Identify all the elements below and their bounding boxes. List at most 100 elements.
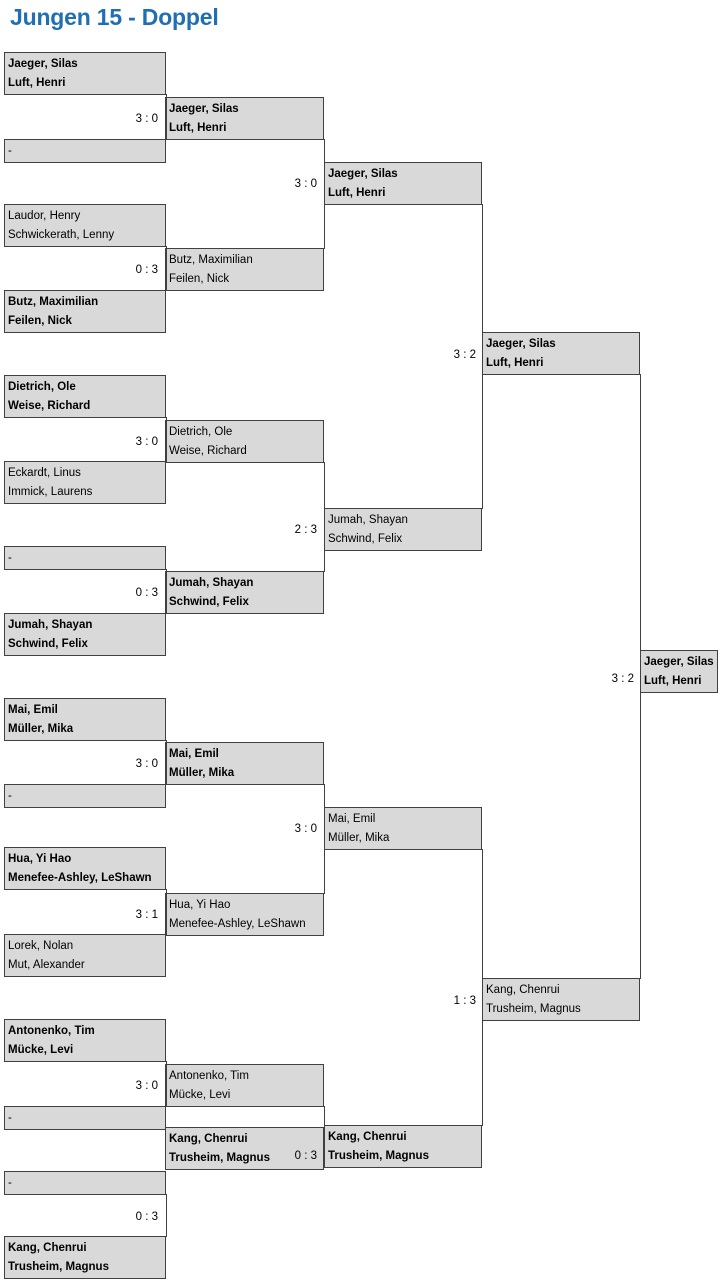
- match-score: 3 : 0: [135, 113, 158, 125]
- player-name-1: -: [8, 145, 12, 157]
- player-name-2: Weise, Richard: [8, 400, 91, 412]
- match-score: 3 : 0: [294, 178, 317, 190]
- bracket-connector: [166, 1061, 167, 1107]
- player-name-2: Menefee-Ashley, LeShawn: [8, 872, 152, 884]
- bracket-connector: [166, 94, 167, 140]
- player-name-1: Mai, Emil: [169, 748, 219, 760]
- player-name-1: Antonenko, Tim: [169, 1070, 249, 1082]
- player-name-2: Luft, Henri: [8, 77, 66, 89]
- player-name-1: Eckardt, Linus: [8, 467, 81, 479]
- player-name-2: Schwind, Felix: [8, 638, 88, 650]
- player-name-1: Jumah, Shayan: [8, 619, 93, 631]
- bracket-slot[interactable]: -: [4, 1106, 166, 1130]
- bracket-connector: [166, 417, 167, 462]
- player-name-2: Immick, Laurens: [8, 486, 93, 498]
- player-name-1: Dietrich, Ole: [8, 381, 76, 393]
- bracket-slot[interactable]: -: [4, 784, 166, 808]
- match-score: 3 : 2: [611, 673, 634, 685]
- player-name-1: -: [8, 1112, 12, 1124]
- player-name-1: Mai, Emil: [8, 704, 58, 716]
- match-score: 3 : 0: [135, 758, 158, 770]
- bracket-connector: [482, 204, 483, 509]
- match-score: 3 : 1: [135, 909, 158, 921]
- bracket-connector: [482, 849, 483, 1126]
- player-name-1: Jaeger, Silas: [328, 168, 398, 180]
- player-name-2: Luft, Henri: [169, 122, 227, 134]
- match-score: 3 : 0: [294, 823, 317, 835]
- match-score: 1 : 3: [453, 995, 476, 1007]
- match-score: 0 : 3: [294, 1150, 317, 1162]
- player-name-1: Butz, Maximilian: [8, 296, 99, 308]
- player-name-2: Trusheim, Magnus: [486, 1003, 581, 1015]
- bracket-connector: [324, 1106, 325, 1128]
- player-name-1: Kang, Chenrui: [169, 1133, 248, 1145]
- bracket-slot[interactable]: -: [4, 1171, 166, 1195]
- player-name-2: Trusheim, Magnus: [328, 1150, 429, 1162]
- player-name-1: Jumah, Shayan: [169, 577, 254, 589]
- match-score: 3 : 0: [135, 436, 158, 448]
- player-name-1: -: [8, 552, 12, 564]
- bracket-connector: [166, 1194, 167, 1237]
- player-name-2: Feilen, Nick: [169, 273, 230, 285]
- player-name-1: Kang, Chenrui: [328, 1131, 407, 1143]
- bracket-connector: [166, 246, 167, 291]
- player-name-2: Müller, Mika: [328, 832, 390, 844]
- bracket-connector: [324, 784, 325, 894]
- player-name-2: Mut, Alexander: [8, 959, 85, 971]
- player-name-2: Luft, Henri: [328, 187, 386, 199]
- player-name-1: Mai, Emil: [328, 813, 376, 825]
- player-name-1: Hua, Yi Hao: [169, 899, 231, 911]
- player-name-1: Jaeger, Silas: [486, 338, 556, 350]
- player-name-2: Trusheim, Magnus: [8, 1261, 109, 1273]
- player-name-1: Kang, Chenrui: [486, 984, 560, 996]
- player-name-2: Müller, Mika: [8, 723, 74, 735]
- bracket-connector: [166, 889, 167, 935]
- bracket-connector: [324, 462, 325, 572]
- player-name-1: Antonenko, Tim: [8, 1025, 95, 1037]
- match-score: 0 : 3: [135, 587, 158, 599]
- player-name-1: -: [8, 790, 12, 802]
- bracket-slot[interactable]: -: [4, 139, 166, 163]
- player-name-2: Mücke, Levi: [8, 1044, 74, 1056]
- player-name-1: Dietrich, Ole: [169, 426, 233, 438]
- player-name-1: Jumah, Shayan: [328, 514, 408, 526]
- page-title: Jungen 15 - Doppel: [10, 4, 219, 30]
- bracket-slot[interactable]: -: [4, 546, 166, 570]
- player-name-2: Schwind, Felix: [328, 533, 403, 545]
- match-score: 3 : 2: [453, 349, 476, 361]
- player-name-2: Luft, Henri: [486, 357, 544, 369]
- player-name-1: -: [8, 1177, 12, 1189]
- match-score: 3 : 0: [135, 1080, 158, 1092]
- player-name-2: Weise, Richard: [169, 445, 247, 457]
- player-name-2: Trusheim, Magnus: [169, 1152, 270, 1164]
- bracket-connector: [166, 569, 167, 614]
- player-name-2: Mücke, Levi: [169, 1089, 231, 1101]
- match-score: 2 : 3: [294, 524, 317, 536]
